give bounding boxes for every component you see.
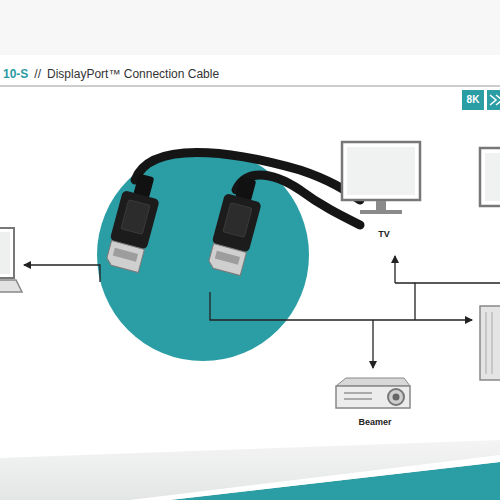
- badge-box: 8K: [462, 90, 484, 110]
- monitor-icon: [480, 148, 500, 206]
- node-label: TV: [340, 230, 428, 240]
- diagram-title: DisplayPort™ Connection Cable: [47, 67, 219, 81]
- wire-to-laptop: [24, 265, 100, 282]
- pc-tower-icon: [480, 306, 500, 380]
- tv-node: TV: [340, 140, 428, 240]
- feature-icon: [487, 90, 500, 110]
- displayport-plug: [205, 174, 267, 277]
- feature-icon-glyph: [490, 95, 500, 105]
- resolution-badge: 8K: [467, 95, 480, 105]
- beamer-node: Beamer: [330, 374, 420, 428]
- tv-icon: [342, 142, 420, 214]
- beamer-icon: [336, 378, 410, 408]
- top-band: [0, 0, 500, 55]
- header-rule: [0, 86, 500, 87]
- wire-to-beamer: [372, 320, 373, 368]
- laptop-icon: [0, 228, 22, 292]
- bottom-band: [0, 440, 500, 500]
- node-label: Beamer: [330, 418, 420, 428]
- header-row: 10-S // DisplayPort™ Connection Cable: [3, 67, 219, 81]
- bottom-stripe-gap: [130, 455, 500, 500]
- displayport-plug: [103, 171, 165, 274]
- wire-to-tv: [395, 256, 415, 283]
- wire-to-pc: [210, 292, 472, 320]
- separator: //: [34, 67, 41, 81]
- product-code: 10-S: [3, 67, 28, 81]
